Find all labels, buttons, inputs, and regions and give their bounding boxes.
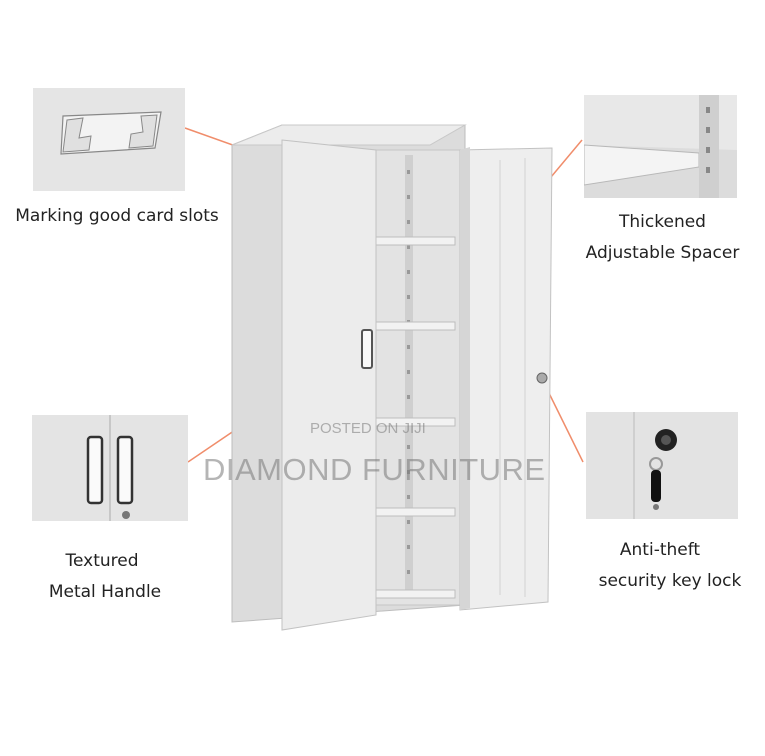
- left-door: [281, 139, 377, 631]
- label-handle-1: Textured: [65, 551, 139, 571]
- left-door-handle: [361, 329, 373, 369]
- card-slot-icon: [60, 111, 162, 155]
- label-lock-1: Anti-theft: [619, 540, 701, 560]
- label-spacer-1: Thickened: [619, 212, 706, 232]
- label-handle-2: Metal Handle: [48, 582, 162, 602]
- label-lock-2: security key lock: [598, 571, 742, 591]
- lock-detail: [586, 412, 738, 519]
- door-lock: [536, 372, 548, 384]
- card-slot-detail: [33, 88, 185, 191]
- pointer-lock: [544, 384, 584, 463]
- watermark-brand: DIAMOND FURNITURE: [203, 452, 546, 487]
- watermark-posted: POSTED ON JIJI: [310, 420, 426, 437]
- spacer-detail: [584, 95, 737, 198]
- label-spacer-2: Adjustable Spacer: [585, 243, 740, 263]
- shelves: [374, 236, 456, 599]
- handle-detail: [32, 415, 188, 521]
- label-card-slots: Marking good card slots: [15, 206, 219, 226]
